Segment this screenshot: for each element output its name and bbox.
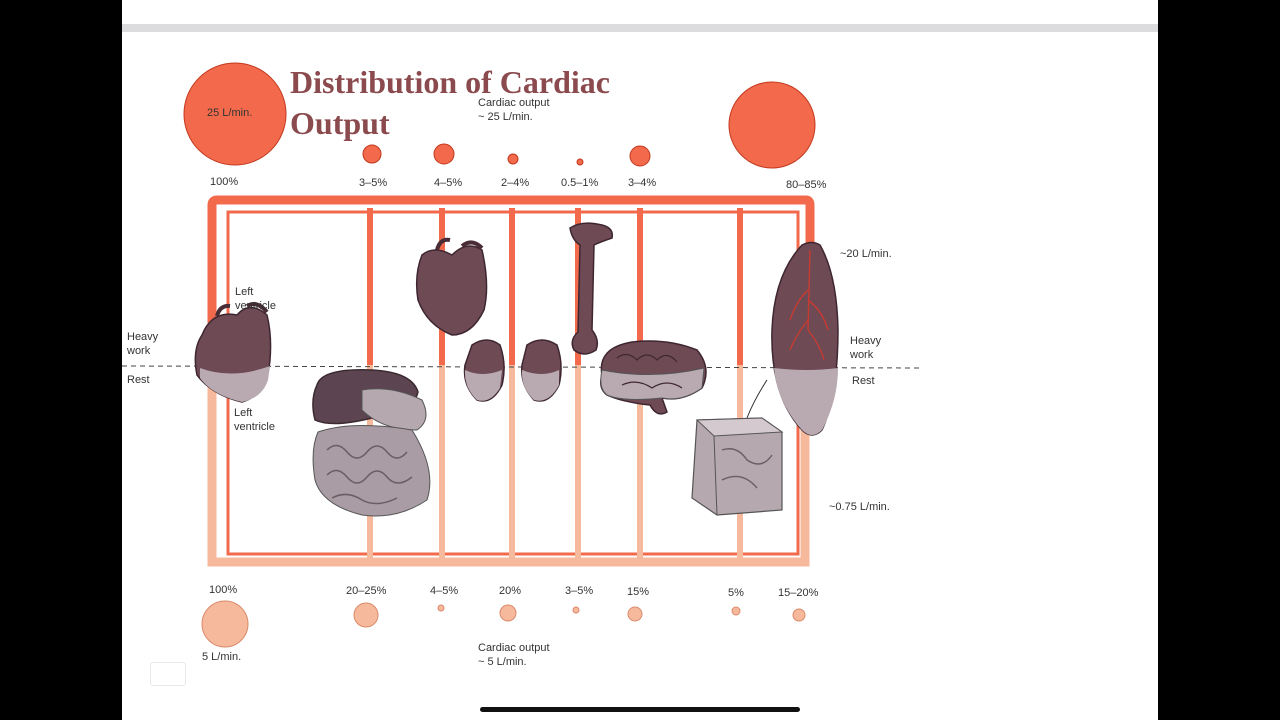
heart-icon [194,302,272,403]
circle-muscle-rest [792,608,806,622]
skeletal-muscle-icon [771,241,839,436]
bone-icon [569,222,614,355]
cardiac-output-rest-label: Cardiac output ~ 5 L/min. [478,642,550,668]
percent-kidney-heavy: 2–4% [501,177,530,189]
percent-brain-rest: 15% [627,586,650,598]
circle-bone-heavy [576,158,584,166]
circle-skin-rest [731,606,741,616]
total-output-rest-label: 5 L/min. [202,651,242,663]
muscle-flow-heavy: ~20 L/min. [840,248,892,260]
percent-brain-heavy: 3–4% [628,177,657,189]
percent-coronary-heavy: 4–5% [434,177,463,189]
top-bar [122,24,1158,32]
circle-kidney-heavy [507,153,519,165]
cardiac-output-heavy-label: Cardiac output ~ 25 L/min. [478,97,550,123]
left-ventricle-heavy-label: Left ventricle [235,286,276,312]
muscle-flow-rest: ~0.75 L/min. [829,501,890,513]
liver-intestines-icon [312,369,431,517]
percent-muscle-rest: 15–20% [778,587,819,599]
rest-circles [201,600,806,648]
circle-muscle-heavy [728,81,816,169]
circle-bone-rest [572,606,580,614]
rest-label-right: Rest [852,375,875,387]
total-output-heavy-label: 25 L/min. [207,107,253,119]
kidneys-icon [463,339,562,402]
brain-icon [600,340,707,415]
rest-label-left: Rest [127,374,150,386]
slide: Distribution of Cardiac Output 25 L/min.… [122,0,1158,720]
heart-coronary-icon [415,237,488,336]
total-output-circle-rest [201,600,249,648]
watermark-icon [150,662,186,686]
percent-muscle-heavy: 80–85% [786,179,827,191]
total-percent-rest: 100% [209,584,238,596]
circle-gi-rest [353,602,379,628]
circle-brain-rest [627,606,643,622]
percent-gi-heavy: 3–5% [359,177,388,189]
percent-coronary-rest: 4–5% [430,585,459,597]
percent-bone-rest: 3–5% [565,585,594,597]
heavy-work-circles [183,62,816,169]
heavy-work-label-left: Heavy work [127,331,159,357]
heavy-work-label-right: Heavy work [850,335,882,361]
circle-coronary-rest [437,604,445,612]
percent-kidney-rest: 20% [499,585,522,597]
circle-gi-heavy [362,144,382,164]
total-output-circle-heavy [183,62,287,166]
left-ventricle-rest-label: Left ventricle [234,407,275,433]
home-indicator[interactable] [480,707,800,712]
total-percent-heavy: 100% [210,176,239,188]
percent-skin-rest: 5% [728,587,744,599]
circle-brain-heavy [629,145,651,167]
circle-coronary-heavy [433,143,455,165]
percent-bone-heavy: 0.5–1% [561,177,599,189]
cardiac-output-diagram [122,62,923,648]
page-title: Distribution of Cardiac Output [290,64,610,141]
skin-icon [691,379,784,516]
circle-kidney-rest [499,604,517,622]
percent-gi-rest: 20–25% [346,585,387,597]
